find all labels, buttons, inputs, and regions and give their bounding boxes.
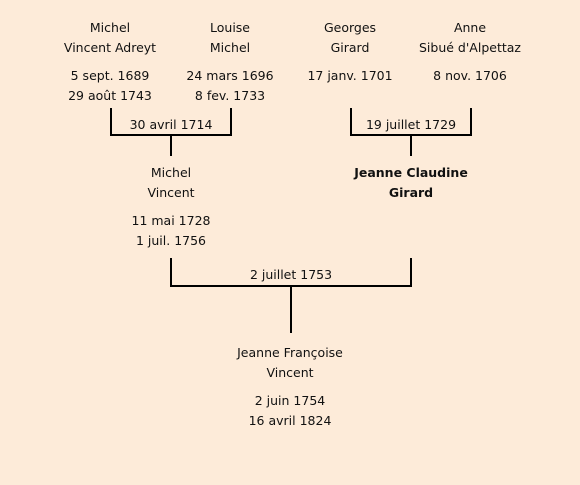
first-name: Georges (323, 20, 377, 35)
person-louise-michel[interactable]: Louise Michel 24 mars 1696 8 fev. 1733 (170, 18, 290, 106)
connector-line (170, 134, 172, 156)
last-name: Girard (388, 185, 434, 200)
first-name: Jeanne Claudine (354, 165, 468, 180)
connector-line (290, 285, 292, 333)
connector-line (230, 108, 232, 136)
first-name: Michel (89, 20, 131, 35)
marriage-date-parents: 2 juillet 1753 (249, 267, 333, 282)
last-name: Vincent Adreyt (63, 40, 157, 55)
connector-line (410, 134, 412, 156)
first-name: Jeanne Françoise (237, 345, 343, 360)
person-georges-girard[interactable]: Georges Girard 17 janv. 1701 (290, 18, 410, 86)
birth-date: 17 janv. 1701 (307, 68, 393, 83)
person-jeanne-francoise-vincent[interactable]: Jeanne Françoise Vincent 2 juin 1754 16 … (210, 343, 370, 431)
death-date: 1 juil. 1756 (135, 233, 207, 248)
person-michel-vincent[interactable]: Michel Vincent 11 mai 1728 1 juil. 1756 (110, 163, 232, 251)
connector-line (110, 108, 112, 136)
first-name: Michel (150, 165, 192, 180)
person-anne-sibue-dalpettaz[interactable]: Anne Sibué d'Alpettaz 8 nov. 1706 (405, 18, 535, 86)
last-name: Sibué d'Alpettaz (419, 40, 521, 55)
person-jeanne-claudine-girard[interactable]: Jeanne Claudine Girard (340, 163, 482, 203)
birth-date: 8 nov. 1706 (433, 68, 507, 83)
connector-line (350, 108, 352, 136)
death-date: 29 août 1743 (68, 88, 152, 103)
death-date: 16 avril 1824 (248, 413, 332, 428)
death-date: 8 fev. 1733 (194, 88, 266, 103)
birth-date: 24 mars 1696 (186, 68, 274, 83)
first-name: Louise (210, 20, 250, 35)
marriage-date-right: 19 juillet 1729 (365, 117, 457, 132)
birth-date: 5 sept. 1689 (70, 68, 150, 83)
last-name: Girard (330, 40, 370, 55)
last-name: Michel (209, 40, 251, 55)
connector-line (170, 258, 172, 287)
connector-line (470, 108, 472, 136)
person-michel-vincent-adreyt[interactable]: Michel Vincent Adreyt 5 sept. 1689 29 ao… (50, 18, 170, 106)
marriage-date-left: 30 avril 1714 (129, 117, 213, 132)
last-name: Vincent (266, 365, 314, 380)
connector-line (410, 258, 412, 287)
first-name: Anne (453, 20, 487, 35)
birth-date: 11 mai 1728 (131, 213, 211, 228)
birth-date: 2 juin 1754 (254, 393, 326, 408)
last-name: Vincent (147, 185, 195, 200)
